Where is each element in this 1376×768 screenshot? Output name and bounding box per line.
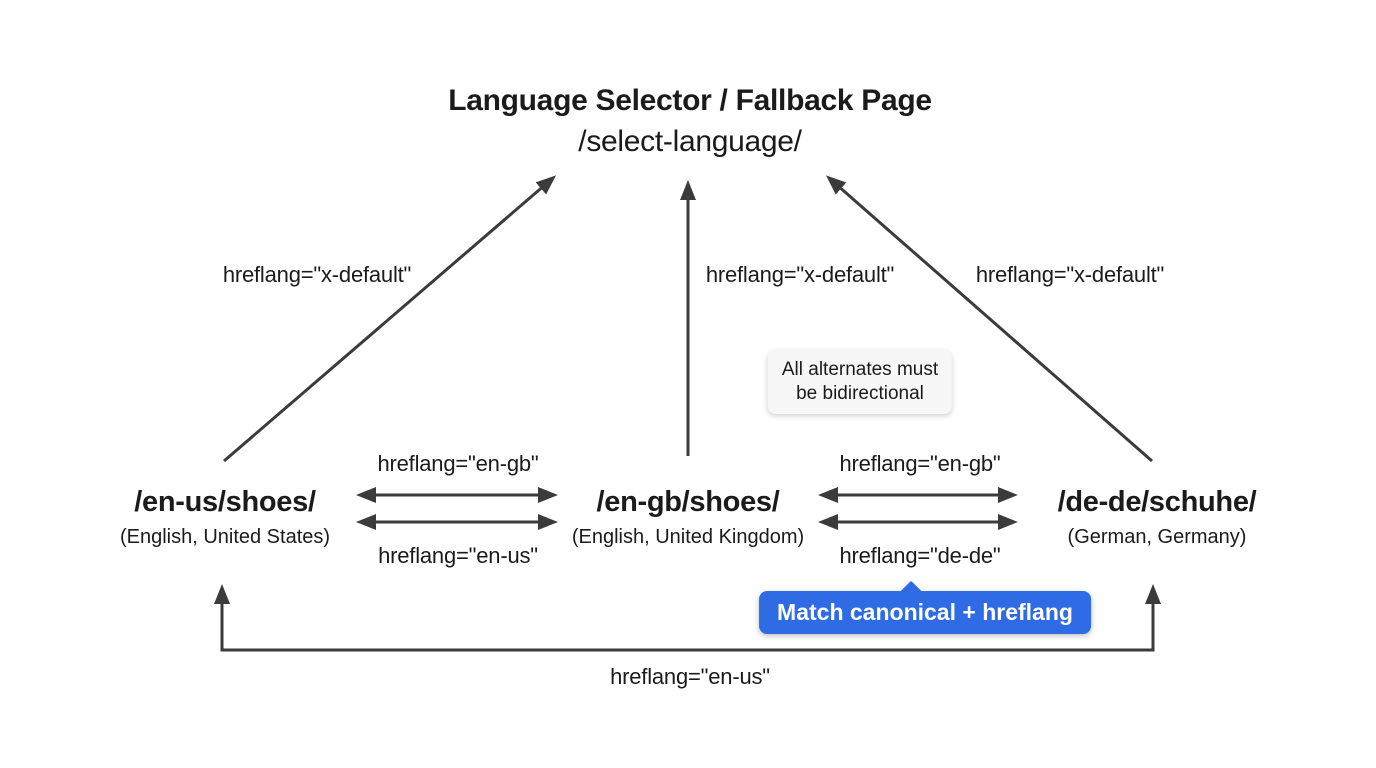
arrow-dede-to-selector <box>825 175 1153 463</box>
canonical-hreflang-badge: Match canonical + hreflang <box>759 580 1091 634</box>
pair-label-dede: hreflang="de-de" <box>839 543 1001 568</box>
bottom-enus-label: hreflang="en-us" <box>610 664 770 689</box>
node-en-us-url: /en-us/shoes/ <box>134 486 316 518</box>
badge-label: Match canonical + hreflang <box>777 599 1073 625</box>
note-line-2: be bidirectional <box>796 383 924 404</box>
node-de-de-locale: (German, Germany) <box>1067 526 1247 548</box>
arrow-enus-to-selector <box>223 175 557 463</box>
xdefault-label-right: hreflang="x-default" <box>975 262 1165 287</box>
node-en-us: /en-us/shoes/ (English, United States) <box>120 486 330 549</box>
bidirectional-note: All alternates must be bidirectional <box>767 350 953 414</box>
node-en-gb-locale: (English, United Kingdom) <box>571 526 805 548</box>
pair-label-engb-right: hreflang="en-gb" <box>839 451 1001 476</box>
page-title: Language Selector / Fallback Page <box>448 84 932 117</box>
xdefault-label-left: hreflang="x-default" <box>222 262 412 287</box>
arrow-dede-enus-bottom-route <box>214 584 1161 652</box>
node-en-us-locale: (English, United States) <box>119 526 331 548</box>
node-de-de-url: /de-de/schuhe/ <box>1057 486 1257 518</box>
node-en-gb: /en-gb/shoes/ (English, United Kingdom) <box>572 486 804 549</box>
pair-label-engb-left: hreflang="en-gb" <box>377 451 539 476</box>
xdefault-label-middle: hreflang="x-default" <box>705 262 895 287</box>
node-en-gb-url: /en-gb/shoes/ <box>596 486 780 518</box>
pair-label-enus: hreflang="en-us" <box>378 543 538 568</box>
note-line-1: All alternates must <box>781 359 939 380</box>
fallback-page-title: Language Selector / Fallback Page /selec… <box>448 80 932 162</box>
node-de-de: /de-de/schuhe/ (German, Germany) <box>1058 486 1257 549</box>
fallback-page-url: /select-language/ <box>578 125 802 158</box>
